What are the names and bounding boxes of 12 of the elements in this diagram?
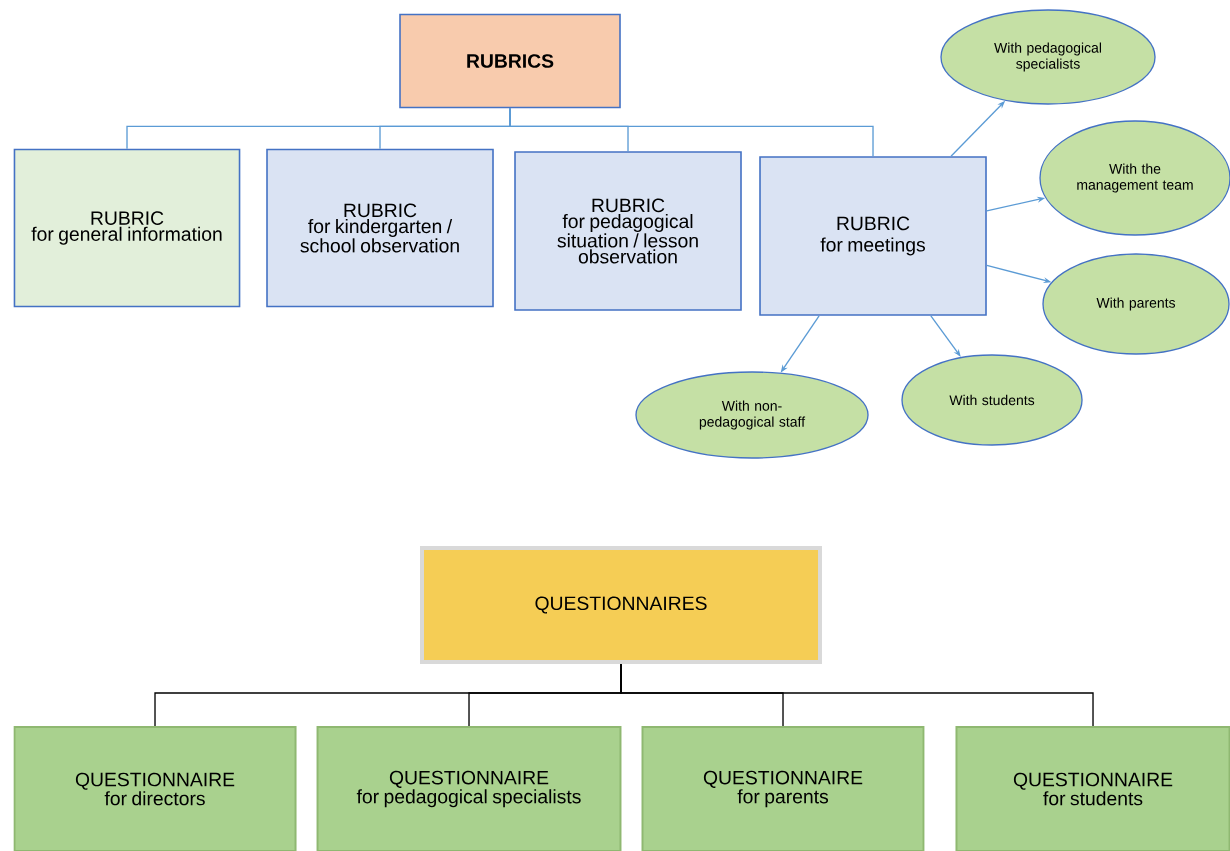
connector-line	[509, 107, 874, 157]
rubric-box: RUBRIC for general information	[13, 148, 241, 308]
connector-line	[620, 663, 1094, 727]
rubric-box: RUBRIC for pedagogical situation / lesson observation	[514, 151, 742, 311]
questionnaire-box: QUESTIONNAIRE for students	[955, 726, 1230, 851]
rubrics-box: RUBRICS	[399, 13, 621, 109]
questionnaire-box: QUESTIONNAIRE for parents	[641, 726, 925, 851]
questionnaire-box: QUESTIONNAIRE for pedagogical specialists	[316, 726, 622, 851]
questionnaires-box: QUESTIONNAIRES	[420, 546, 822, 664]
questionnaire-box: QUESTIONNAIRE for directors	[13, 726, 297, 851]
rubric-box: RUBRIC for meetings	[759, 156, 987, 316]
rubric-box: RUBRIC for kindergarten / school observation	[266, 148, 494, 308]
